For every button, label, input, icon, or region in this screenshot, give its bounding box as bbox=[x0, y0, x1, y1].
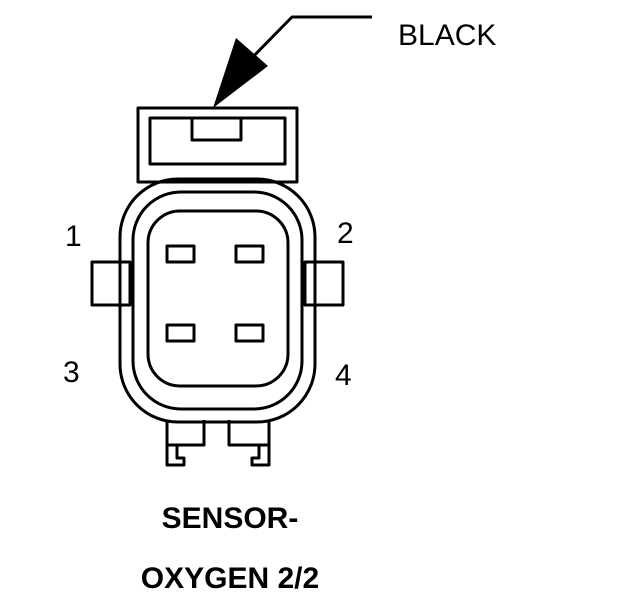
leader-arrowhead bbox=[213, 38, 268, 108]
pin-label-1: 1 bbox=[65, 220, 82, 253]
pin-cavity-3 bbox=[165, 323, 196, 343]
connector-bottom-feet bbox=[165, 420, 271, 467]
pin-cavities bbox=[165, 244, 265, 343]
connector-title-line2: OXYGEN 2/2 bbox=[141, 562, 319, 595]
connector-body bbox=[118, 177, 317, 424]
connector-title-line1: SENSOR- bbox=[162, 502, 299, 535]
pin-label-2: 2 bbox=[337, 217, 354, 250]
color-label: BLACK bbox=[398, 19, 496, 52]
connector-latch bbox=[136, 106, 299, 184]
pin-cavity-4 bbox=[234, 323, 265, 343]
color-leader bbox=[213, 15, 372, 108]
pin-label-4: 4 bbox=[335, 359, 352, 392]
connector-side-tabs bbox=[90, 260, 345, 307]
pin-cavity-2 bbox=[234, 244, 265, 264]
pin-label-3: 3 bbox=[63, 356, 80, 389]
pin-cavity-1 bbox=[165, 244, 196, 264]
